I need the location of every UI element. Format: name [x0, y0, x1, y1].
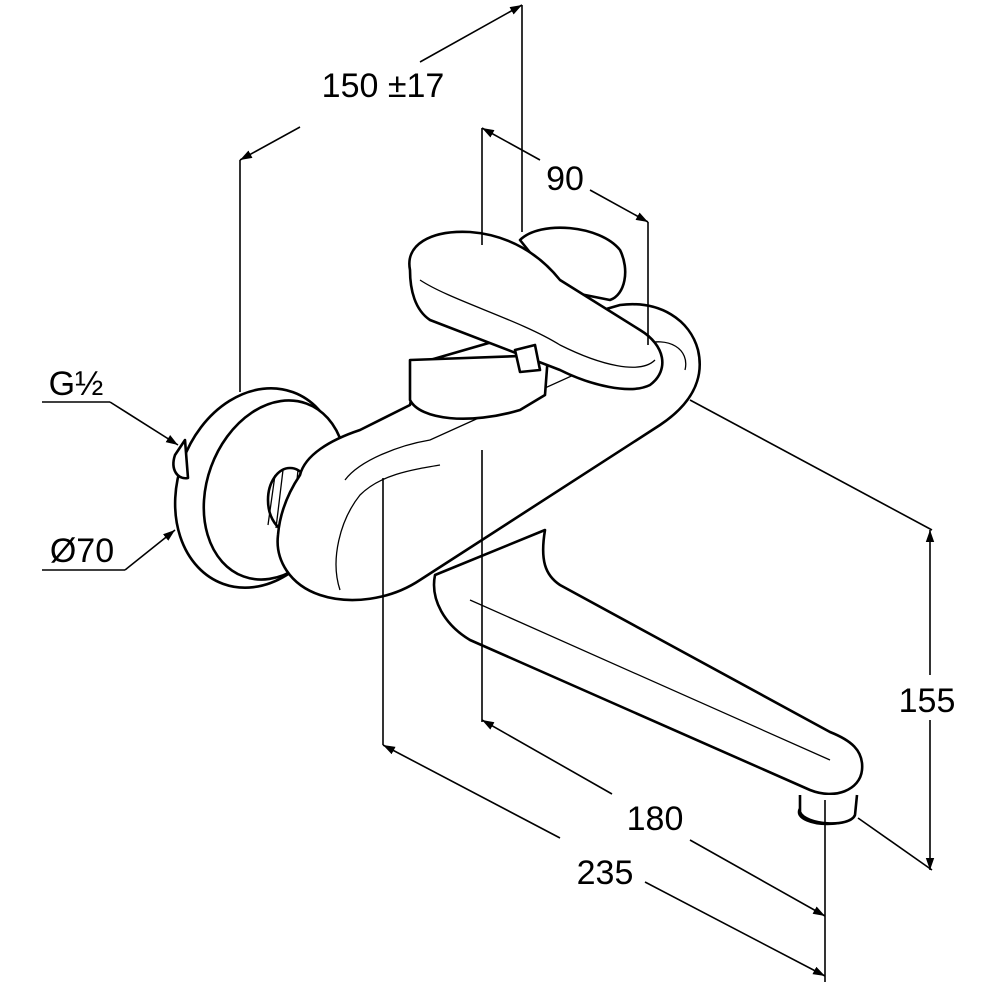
- thread-callout: G½: [42, 365, 179, 446]
- dimension-label-180: 180: [627, 800, 684, 838]
- dimension-label-155: 155: [899, 682, 956, 720]
- lever-handle: [408, 230, 664, 391]
- dimension-90: 90: [481, 127, 649, 345]
- diameter-label: Ø70: [50, 532, 114, 570]
- dimension-label-235: 235: [577, 854, 634, 892]
- rear-cap: [518, 226, 627, 302]
- dimension-150: 150 ±17: [239, 4, 523, 392]
- dimension-label-90: 90: [546, 160, 584, 198]
- dimension-155: 155: [689, 399, 956, 871]
- spout: [432, 528, 864, 796]
- thread-label: G½: [49, 365, 104, 403]
- dimension-180: 180: [481, 450, 826, 982]
- cartridge-housing: [408, 353, 550, 420]
- faucet-body: [172, 226, 864, 826]
- dimension-235: 235: [382, 478, 826, 977]
- diameter-callout: Ø70: [42, 529, 176, 571]
- dimension-label-150: 150 ±17: [322, 67, 445, 105]
- thread-connector: [172, 438, 190, 480]
